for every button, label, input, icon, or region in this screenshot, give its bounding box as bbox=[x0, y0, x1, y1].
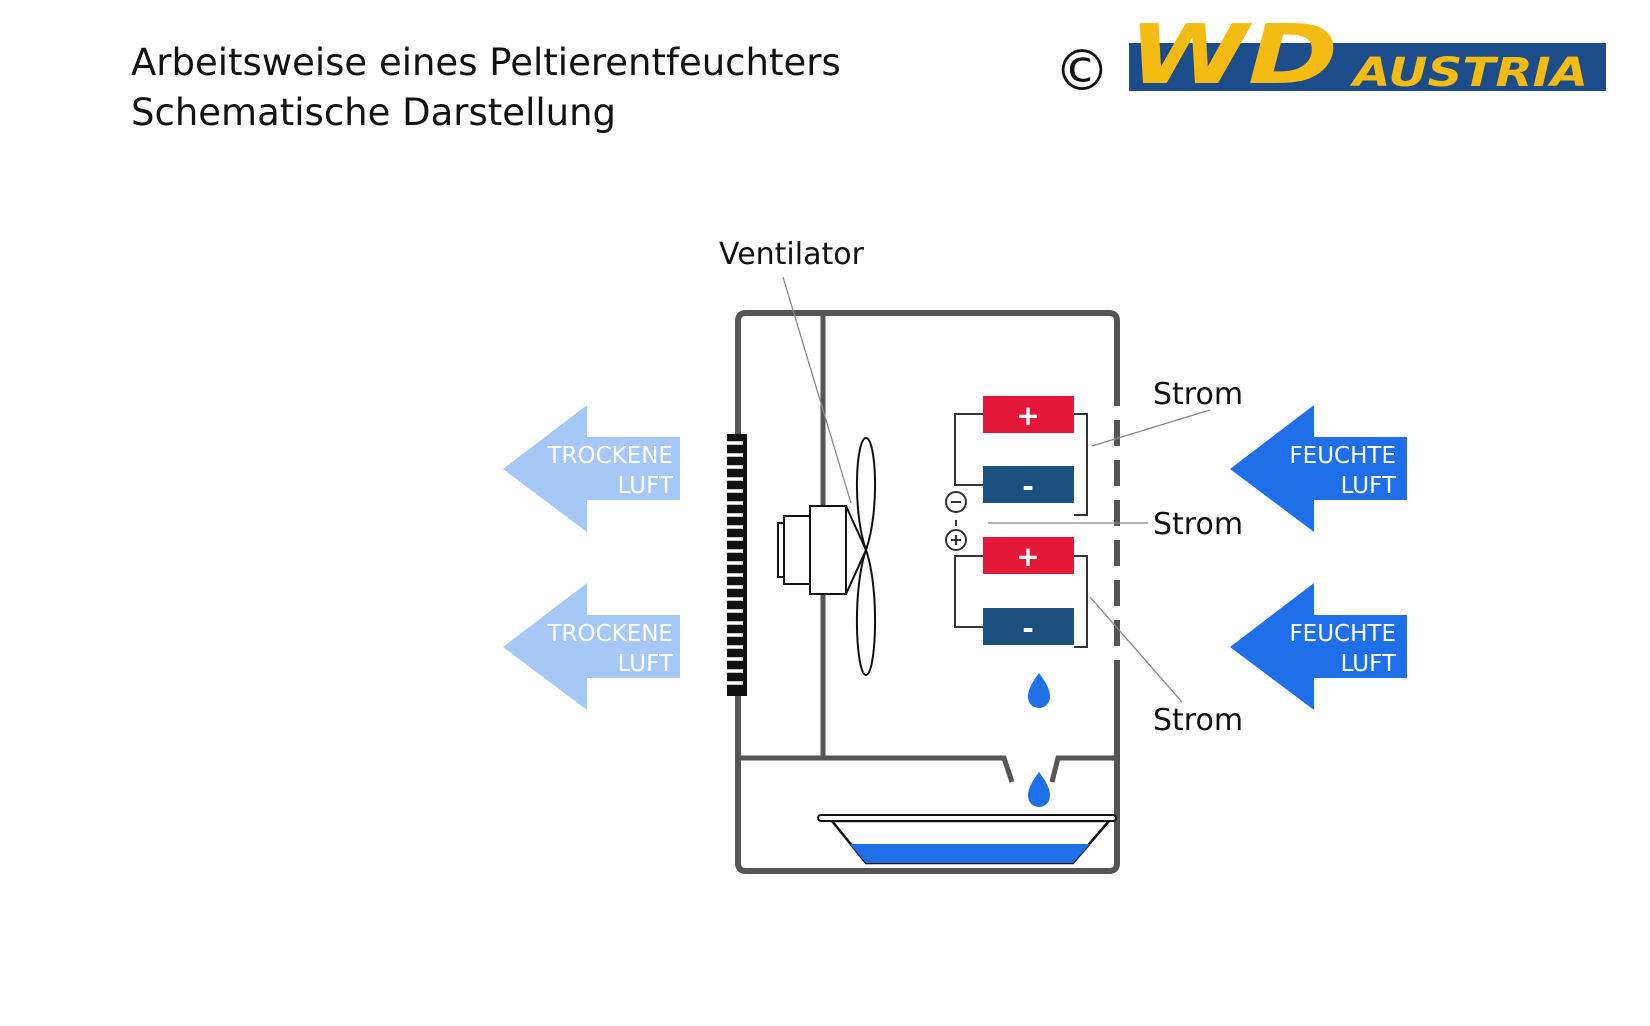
cold-side-1 bbox=[983, 466, 1074, 503]
water-drop-icon bbox=[1028, 673, 1050, 708]
humid-air-arrow-lower: FEUCHTE LUFT bbox=[1230, 583, 1407, 710]
logo-wd: WD bbox=[1128, 8, 1338, 103]
wiring bbox=[954, 413, 1088, 648]
copyright-symbol: © bbox=[1054, 39, 1110, 104]
svg-text:TROCKENE: TROCKENE bbox=[546, 621, 673, 647]
drip-tray-left bbox=[741, 755, 1015, 783]
svg-text:+: + bbox=[1016, 540, 1039, 573]
drip-tray-right bbox=[1049, 755, 1117, 783]
humid-air-arrow-upper: FEUCHTE LUFT bbox=[1230, 405, 1407, 532]
dry-air-arrow-lower: TROCKENE LUFT bbox=[503, 583, 680, 710]
current-label-3: Strom bbox=[1153, 703, 1243, 738]
current-label-2: Strom bbox=[1153, 507, 1243, 542]
svg-text:LUFT: LUFT bbox=[618, 473, 674, 499]
cold-side-2 bbox=[983, 608, 1074, 645]
fan-blade-lower bbox=[856, 546, 876, 677]
page-subtitle: Schematische Darstellung bbox=[131, 91, 617, 134]
page-title: Arbeitsweise eines Peltierentfeuchters bbox=[131, 41, 841, 84]
fan-blade-upper bbox=[856, 436, 876, 554]
svg-text:LUFT: LUFT bbox=[1341, 473, 1397, 499]
logo-blue-bar bbox=[1129, 43, 1606, 91]
peltier-element-2: + - bbox=[983, 537, 1074, 645]
svg-text:FEUCHTE: FEUCHTE bbox=[1289, 621, 1396, 647]
svg-text:TROCKENE: TROCKENE bbox=[546, 443, 673, 469]
hot-side-1 bbox=[983, 396, 1074, 433]
wd-austria-logo: WD AUSTRIA bbox=[1128, 8, 1606, 103]
water-drop-icon bbox=[1028, 772, 1050, 807]
fan-icon bbox=[777, 436, 876, 677]
svg-text:-: - bbox=[1022, 612, 1034, 645]
svg-text:-: - bbox=[1022, 470, 1034, 503]
svg-text:+: + bbox=[1016, 399, 1039, 432]
hot-side-2 bbox=[983, 537, 1074, 574]
dry-air-arrow-upper: TROCKENE LUFT bbox=[503, 405, 680, 532]
svg-text:FEUCHTE: FEUCHTE bbox=[1289, 443, 1396, 469]
outlet-grille bbox=[727, 434, 747, 696]
logo-austria: AUSTRIA bbox=[1349, 50, 1588, 96]
svg-text:LUFT: LUFT bbox=[1341, 651, 1397, 677]
leader-lines bbox=[782, 276, 1211, 703]
fan-label: Ventilator bbox=[719, 237, 865, 272]
svg-text:LUFT: LUFT bbox=[618, 651, 674, 677]
water-tray bbox=[817, 814, 1117, 865]
current-label-1: Strom bbox=[1153, 377, 1243, 412]
peltier-element-1: + - bbox=[983, 396, 1074, 503]
